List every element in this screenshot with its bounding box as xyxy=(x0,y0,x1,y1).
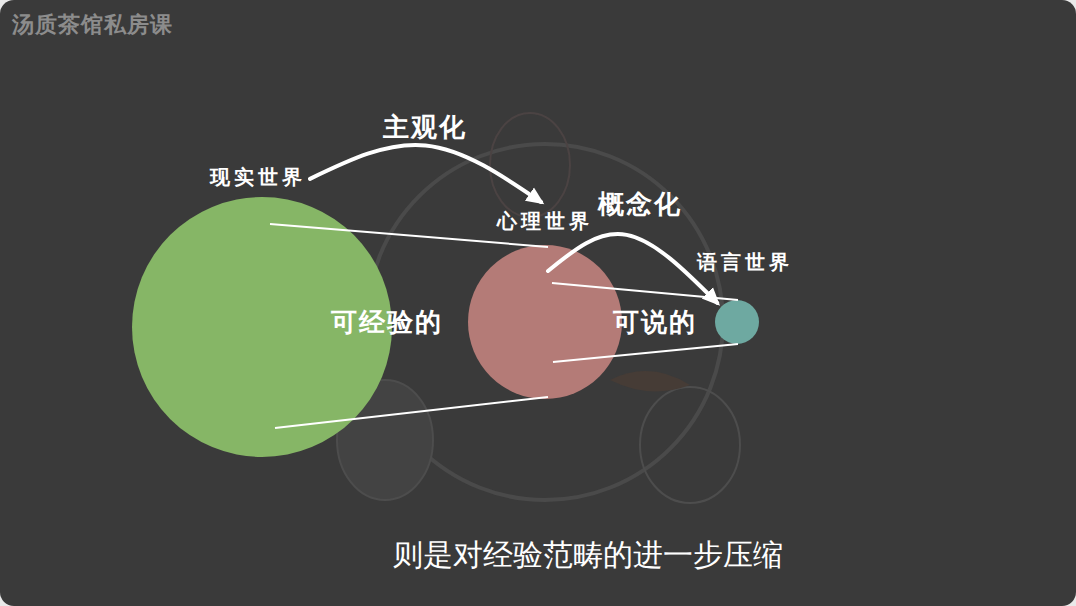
scope-label: 可说的 xyxy=(613,305,697,340)
caption-holder: 则是对经验范畴的进一步压缩 xyxy=(393,535,783,576)
projection-line xyxy=(275,397,548,428)
world-circle: 语言世界 xyxy=(715,300,759,344)
edge-label: 主观化 xyxy=(383,110,467,145)
world-heading: 语言世界 xyxy=(697,249,793,276)
label-holder: 可经验的 xyxy=(331,305,443,340)
process-arrow xyxy=(310,145,541,202)
edge-label-holder: 主观化 xyxy=(383,110,467,145)
faint-sketch xyxy=(610,371,690,391)
world-circle: 心理世界 xyxy=(468,245,622,399)
faint-sketch xyxy=(490,113,570,217)
world-heading: 心理世界 xyxy=(497,208,593,235)
faint-sketch xyxy=(640,387,740,503)
projection-line xyxy=(552,283,738,300)
heading-holder: 心理世界 xyxy=(497,208,593,235)
circle-fill xyxy=(468,245,622,399)
heading-holder: 现实世界 xyxy=(210,164,306,191)
process-arrow xyxy=(548,234,717,303)
world-heading: 现实世界 xyxy=(210,164,306,191)
label-holder: 汤质茶馆私房课 xyxy=(12,10,173,40)
scope-label: 可经验的 xyxy=(331,305,443,340)
label-holder: 可说的 xyxy=(613,305,697,340)
projection-line xyxy=(553,344,738,362)
edge-label-holder: 概念化 xyxy=(598,187,682,222)
watermark: 汤质茶馆私房课 xyxy=(12,10,173,40)
caption: 则是对经验范畴的进一步压缩 xyxy=(393,535,783,576)
circle-fill xyxy=(715,300,759,344)
circle-shape xyxy=(468,245,622,399)
circle-shape xyxy=(715,300,759,344)
projection-line xyxy=(270,224,548,247)
heading-holder: 语言世界 xyxy=(697,249,793,276)
edge-label: 概念化 xyxy=(598,187,682,222)
